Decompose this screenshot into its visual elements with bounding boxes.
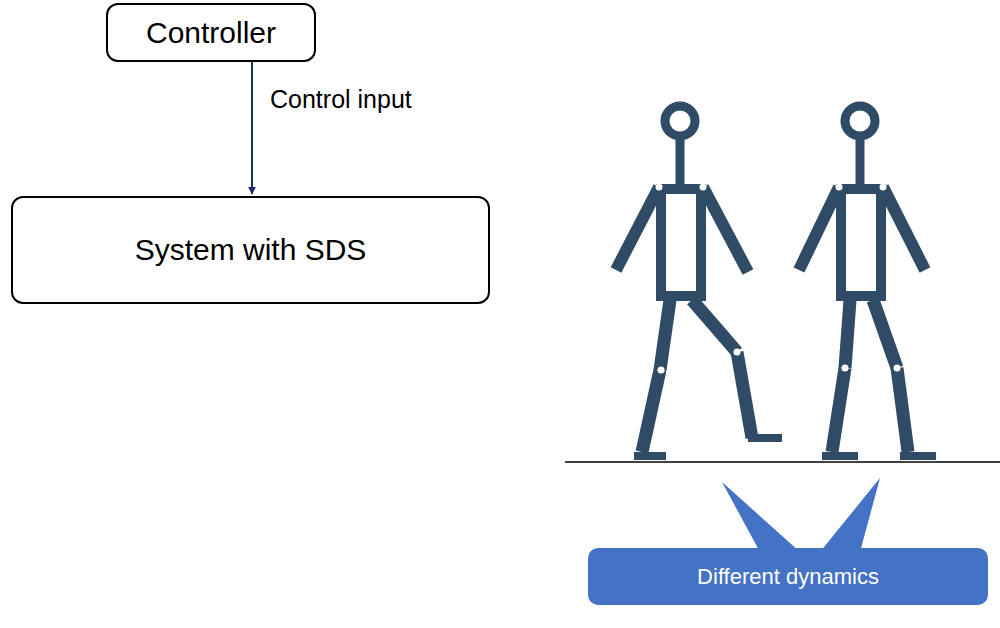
- node-text: Different dynamics: [697, 564, 879, 590]
- node-text: System with SDS: [135, 233, 367, 267]
- callout-box: Different dynamics: [588, 548, 988, 605]
- edge-label: Control input: [268, 85, 414, 114]
- node-text: Controller: [146, 16, 276, 50]
- controller-box: Controller: [106, 3, 316, 62]
- arrow-connector: [251, 62, 253, 194]
- system-box: System with SDS: [11, 196, 490, 304]
